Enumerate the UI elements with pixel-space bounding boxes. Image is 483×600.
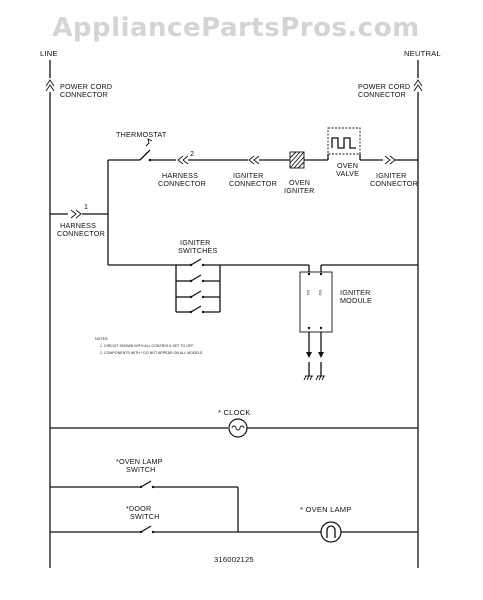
oven-valve-label: OVEN — [337, 161, 358, 170]
svg-text:MODULE: MODULE — [340, 296, 372, 305]
oven-lamp-label: * OVEN LAMP — [300, 505, 352, 514]
clock-label: * CLOCK — [218, 408, 251, 417]
module-pin-left-label: N/L — [306, 290, 310, 296]
igniter-connector-left-label: IGNITER — [233, 171, 264, 180]
svg-text:SWITCH: SWITCH — [126, 465, 156, 474]
module-pin-right-label: NO — [318, 290, 322, 296]
svg-text:IGNITER: IGNITER — [284, 186, 315, 195]
svg-text:IGNITER: IGNITER — [340, 288, 371, 297]
oven-igniter-symbol — [289, 151, 305, 169]
igniter-module: N/L NO IGNITER MODULE — [299, 264, 418, 381]
svg-text:VALVE: VALVE — [336, 169, 359, 178]
harness-connector-2-label: HARNESS — [162, 171, 198, 180]
note-2: 2. COMPONENTS WITH * DO NOT APPEAR ON AL… — [100, 351, 203, 355]
igniter-connector-right-label: IGNITER — [376, 171, 407, 180]
svg-text:CONNECTOR: CONNECTOR — [57, 229, 105, 238]
neutral-label: NEUTRAL — [404, 49, 441, 58]
svg-text:POWER CORD: POWER CORD — [358, 82, 410, 91]
svg-text:SWITCHES: SWITCHES — [178, 246, 218, 255]
thermostat-label: THERMOSTAT — [116, 130, 167, 139]
oven-valve-symbol — [327, 127, 361, 160]
svg-text:CONNECTOR: CONNECTOR — [60, 90, 108, 99]
svg-text:CONNECTOR: CONNECTOR — [358, 90, 406, 99]
line-rail — [45, 60, 55, 568]
svg-text:*DOOR: *DOOR — [126, 504, 151, 513]
svg-text:*OVEN LAMP: *OVEN LAMP — [116, 457, 163, 466]
svg-text:CONNECTOR: CONNECTOR — [370, 179, 418, 188]
oven-circuit-top: THERMOSTAT 2 HARNESS CONNECTOR IGNITER C… — [108, 127, 418, 195]
svg-text:IGNITER: IGNITER — [180, 238, 211, 247]
clock-circuit: * CLOCK — [50, 408, 418, 438]
power-cord-connector-right: POWER CORD CONNECTOR — [358, 82, 410, 99]
svg-text:CONNECTOR: CONNECTOR — [229, 179, 277, 188]
watermark: AppliancePartsPros.com — [52, 13, 419, 43]
svg-text:1: 1 — [84, 202, 88, 211]
part-number: 316002125 — [214, 555, 254, 564]
power-cord-connector-left: POWER CORD CONNECTOR — [60, 82, 112, 99]
line-label: LINE — [40, 49, 58, 58]
svg-text:SWITCH: SWITCH — [130, 512, 160, 521]
svg-text:HARNESS: HARNESS — [60, 221, 96, 230]
harness-connector-1: 1 HARNESS CONNECTOR — [50, 202, 108, 238]
oven-lamp-circuit: * OVEN LAMP — [237, 487, 418, 543]
neutral-rail — [413, 60, 423, 568]
notes-title: NOTES: — [95, 337, 108, 341]
igniter-switches: IGNITER SWITCHES — [108, 238, 309, 314]
svg-text:CONNECTOR: CONNECTOR — [158, 179, 206, 188]
note-1: 1. CIRCUIT SHOWN WITH ALL CONTROLS SET T… — [100, 344, 194, 348]
door-switch: *DOOR SWITCH — [50, 504, 238, 534]
notes: NOTES: 1. CIRCUIT SHOWN WITH ALL CONTROL… — [95, 337, 203, 355]
oven-lamp-switch: *OVEN LAMP SWITCH — [50, 457, 238, 489]
svg-text:POWER CORD: POWER CORD — [60, 82, 112, 91]
thermostat-symbol — [139, 138, 176, 162]
oven-igniter-label: OVEN — [289, 178, 310, 187]
svg-text:2: 2 — [190, 149, 194, 158]
